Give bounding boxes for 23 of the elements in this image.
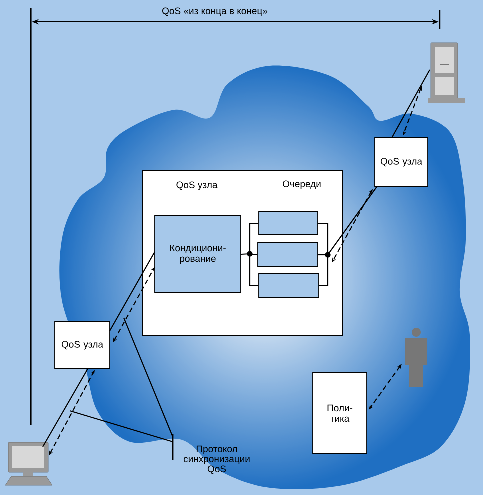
connector-line — [249, 222, 259, 254]
queue-box — [258, 242, 318, 268]
queue-box — [258, 274, 320, 298]
leader-line — [124, 318, 174, 438]
dimension-label: QoS «из конца в конец» — [162, 8, 268, 16]
server-drawing — [428, 42, 465, 103]
protocol-label: Протокол синхронизации QoS — [184, 446, 250, 474]
connector-line — [392, 70, 430, 138]
computer-drawing — [5, 442, 53, 486]
connector-line — [328, 186, 378, 256]
leader-line — [70, 410, 174, 443]
conditioning-box: Кондициони-рование — [154, 216, 242, 294]
node-box: QoS узла — [374, 138, 428, 188]
connector-line — [42, 368, 88, 448]
person-silhouette — [406, 328, 428, 388]
policy-box: Поли-тика — [312, 372, 368, 454]
connector-line — [319, 255, 329, 287]
connector-line — [249, 254, 259, 287]
connector-line — [318, 254, 328, 256]
queue-box — [258, 212, 318, 236]
connector-line — [110, 252, 156, 332]
connector-line — [318, 222, 329, 255]
node-box: QoS узла — [54, 322, 110, 370]
